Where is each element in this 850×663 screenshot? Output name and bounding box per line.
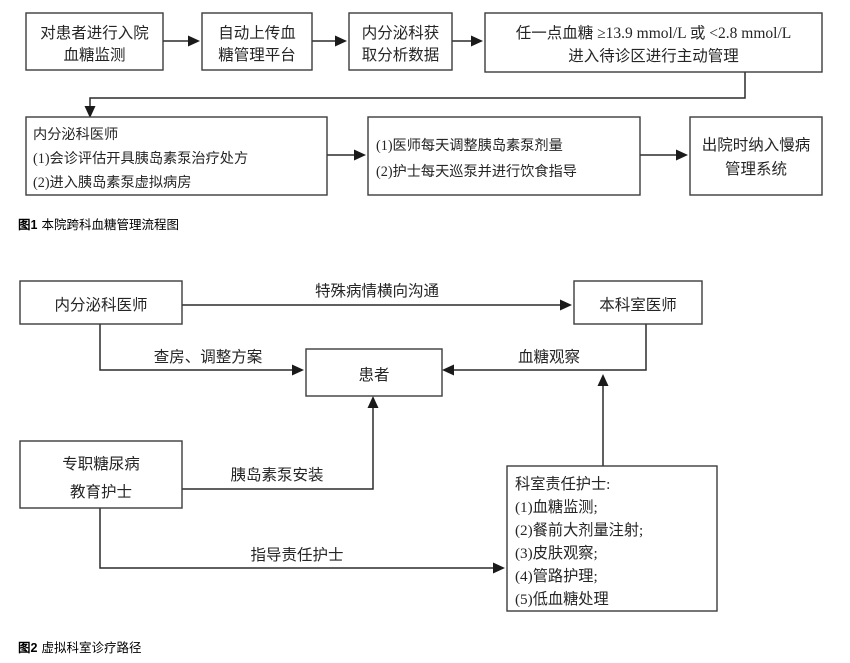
node-glucose-threshold-triage[interactable]: 任一点血糖 ≥13.9 mmol/L 或 <2.8 mmol/L 进入待诊区进行…: [484, 12, 823, 73]
node-line: 内分泌科医师: [33, 127, 118, 143]
arrowhead-n1-n2: [188, 35, 200, 47]
node-line: 本科室医师: [599, 296, 677, 314]
node-diabetes-education-nurse[interactable]: 专职糖尿病 教育护士: [19, 440, 183, 509]
node-box: [19, 440, 183, 509]
arrowhead-n4-n5: [84, 106, 96, 118]
figure-2-svg: 特殊病情横向沟通 查房、调整方案 血糖观察 胰岛素泵安装 指导责任护士 内分泌科…: [19, 280, 718, 612]
node-discharge-chronic-disease-system[interactable]: 出院时纳入慢病 管理系统: [689, 116, 823, 196]
node-box: [19, 280, 183, 325]
node-line: 内分泌科医师: [54, 296, 147, 314]
node-line: (2)餐前大剂量注射;: [515, 522, 643, 539]
node-box: [201, 12, 313, 71]
node-line: 管理系统: [725, 160, 787, 178]
arrowhead-rounds-adjust: [292, 364, 304, 376]
figure-1-connectors: [84, 35, 746, 161]
node-line: 进入待诊区进行主动管理: [568, 47, 739, 65]
node-line: 科室责任护士:: [515, 476, 610, 493]
node-box: [25, 12, 164, 71]
edge-label-pump-install: 胰岛素泵安装: [230, 466, 323, 484]
figure-1-caption-number: 图1: [18, 218, 38, 232]
node-line: 血糖监测: [63, 46, 125, 64]
edge-label-lateral-comm: 特殊病情横向沟通: [315, 282, 440, 300]
node-line: (1)会诊评估开具胰岛素泵治疗处方: [33, 151, 248, 167]
node-line: 患者: [358, 366, 389, 384]
node-line: 出院时纳入慢病: [702, 135, 811, 154]
node-box: [689, 116, 823, 196]
node-endocrinologist[interactable]: 内分泌科医师: [19, 280, 183, 325]
node-box: [573, 280, 703, 325]
connector-edu-nurse-pump-install: [182, 468, 374, 490]
node-line: (1)血糖监测;: [515, 499, 598, 516]
arrowhead-n3-n4: [471, 35, 483, 47]
node-line: 专职糖尿病: [62, 455, 140, 473]
figure-2-connectors: [99, 299, 647, 574]
node-endocrinologist-actions[interactable]: 内分泌科医师 (1)会诊评估开具胰岛素泵治疗处方 (2)进入胰岛素泵虚拟病房: [25, 116, 328, 196]
arrowhead-n5-n6: [354, 149, 366, 161]
arrowhead-glucose-observe: [442, 364, 454, 376]
figure-1-flowchart: 对患者进行入院 血糖监测 自动上传血 糖管理平台 内分泌科获 取分析数据 任一点…: [0, 0, 850, 245]
node-auto-upload-platform[interactable]: 自动上传血 糖管理平台: [201, 12, 313, 71]
node-department-responsible-nurse[interactable]: 科室责任护士: (1)血糖监测; (2)餐前大剂量注射; (3)皮肤观察; (4…: [506, 465, 718, 612]
node-line: 自动上传血: [218, 24, 296, 42]
node-line: (4)管路护理;: [515, 568, 598, 585]
figure-1-svg: 对患者进行入院 血糖监测 自动上传血 糖管理平台 内分泌科获 取分析数据 任一点…: [25, 12, 823, 196]
node-box: [484, 12, 823, 73]
connector-dept-doctor-to-patient: [452, 324, 647, 371]
edge-label-guide-nurse: 指导责任护士: [250, 546, 343, 564]
node-line: 任一点血糖 ≥13.9 mmol/L 或 <2.8 mmol/L: [516, 24, 791, 42]
node-endocrinology-data-analysis[interactable]: 内分泌科获 取分析数据: [348, 12, 453, 71]
node-line: 取分析数据: [362, 46, 440, 64]
node-line: (1)医师每天调整胰岛素泵剂量: [376, 138, 563, 154]
node-box: [348, 12, 453, 71]
connector-edu-nurse-to-dept-nurse: [99, 508, 495, 569]
node-box: [506, 465, 718, 612]
node-line: 对患者进行入院: [40, 23, 149, 42]
node-line: (5)低血糖处理: [515, 591, 609, 608]
node-box: [305, 348, 443, 397]
arrowhead-n2-n3: [335, 35, 347, 47]
figure-1-caption-text: 本院跨科血糖管理流程图: [41, 218, 179, 232]
node-department-doctor[interactable]: 本科室医师: [573, 280, 703, 325]
figure-2-caption-text: 虚拟科室诊疗路径: [41, 641, 142, 655]
figure-2-caption-number: 图2: [18, 641, 38, 655]
node-line: 糖管理平台: [218, 46, 296, 64]
node-line: (2)进入胰岛素泵虚拟病房: [33, 175, 191, 191]
node-line: (3)皮肤观察;: [515, 544, 598, 562]
node-admission-glucose-monitoring[interactable]: 对患者进行入院 血糖监测: [25, 12, 164, 71]
connector-endo-to-patient: [99, 324, 294, 371]
connector-n4-n5: [89, 72, 746, 108]
node-box: [25, 116, 328, 196]
arrowhead-lateral-comm: [560, 299, 572, 311]
node-line: 教育护士: [70, 483, 132, 501]
edge-label-rounds-adjust: 查房、调整方案: [154, 348, 263, 366]
arrowhead-n6-n7: [676, 149, 688, 161]
node-line: 内分泌科获: [362, 24, 440, 42]
edge-label-glucose-observe: 血糖观察: [518, 348, 580, 366]
arrowhead-nurse-observation: [597, 374, 609, 386]
node-line: (2)护士每天巡泵并进行饮食指导: [376, 163, 577, 180]
arrowhead-nurse-to-patient: [367, 396, 379, 408]
arrowhead-guide-nurse: [493, 562, 505, 574]
node-patient[interactable]: 患者: [305, 348, 443, 397]
node-daily-pump-management[interactable]: (1)医师每天调整胰岛素泵剂量 (2)护士每天巡泵并进行饮食指导: [367, 116, 641, 196]
node-box: [367, 116, 641, 196]
figure-2-flowchart: 特殊病情横向沟通 查房、调整方案 血糖观察 胰岛素泵安装 指导责任护士 内分泌科…: [0, 258, 850, 663]
